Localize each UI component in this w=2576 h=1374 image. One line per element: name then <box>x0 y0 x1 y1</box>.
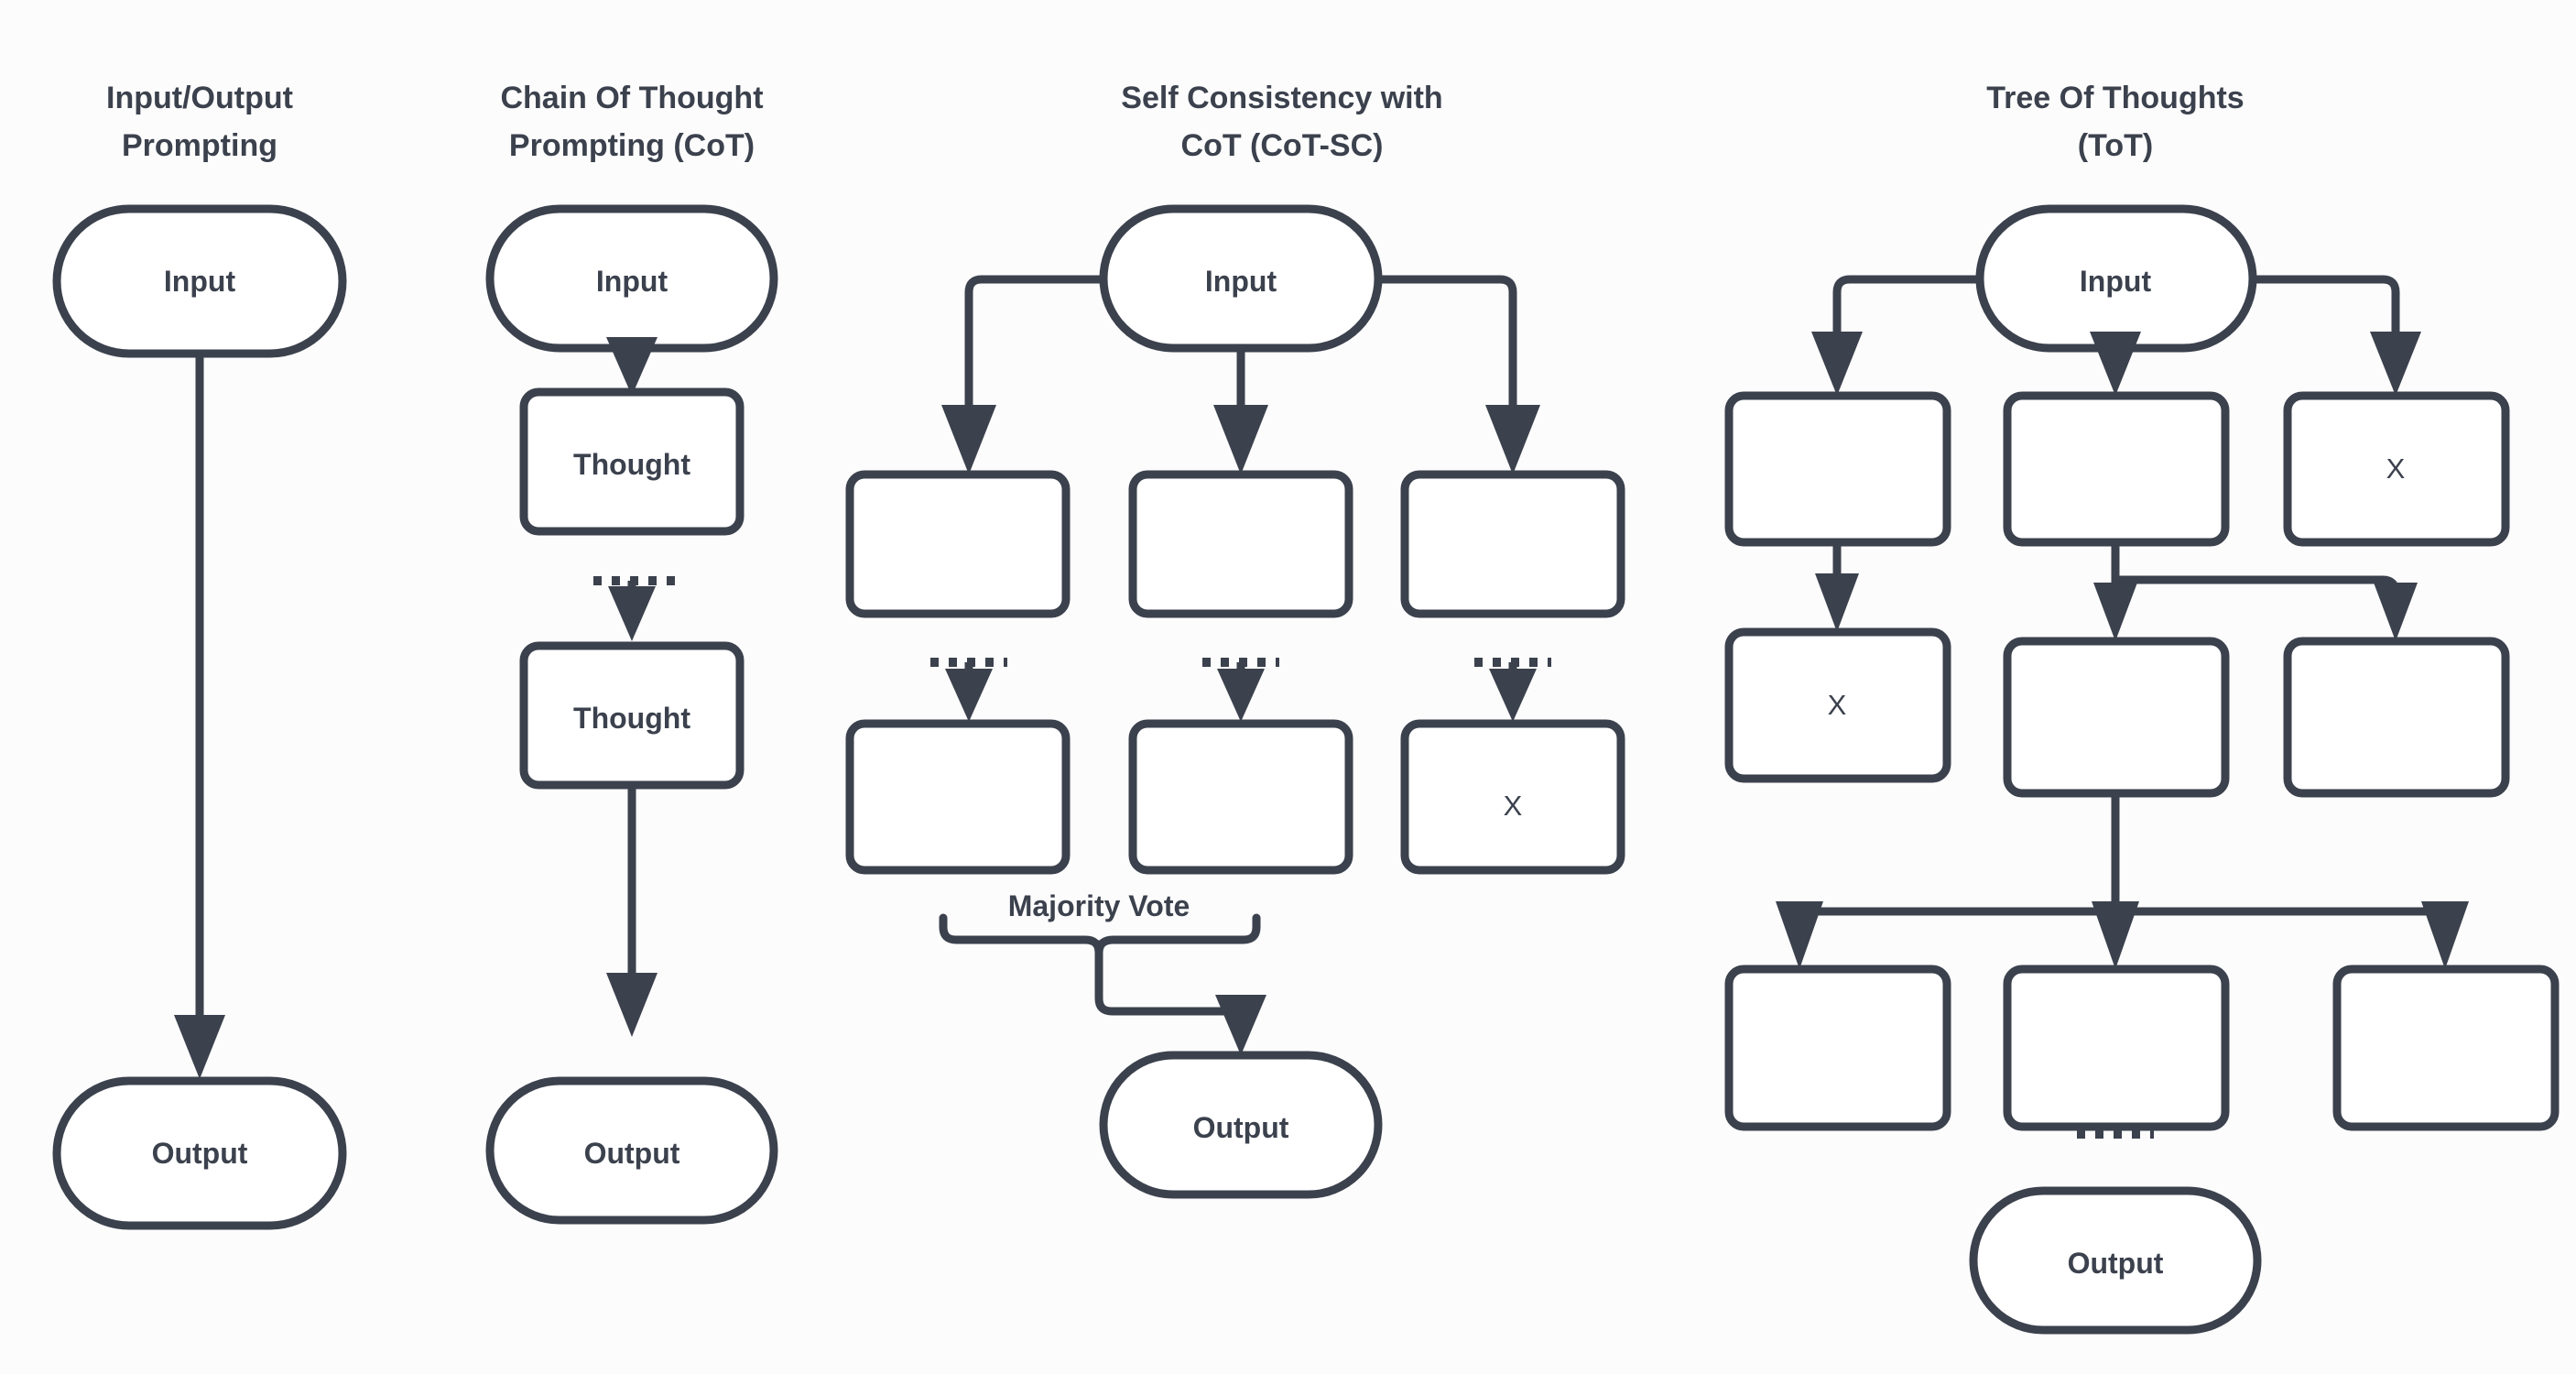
node-cotsc-input-label: Input <box>1205 265 1277 298</box>
edge-cotsc-r1c1-to-r2c1 <box>930 658 1007 722</box>
column-cotsc: Self Consistency with CoT (CoT-SC) Input <box>845 81 1625 1199</box>
edge-cotsc-r1c2-to-r2c2 <box>1202 658 1279 722</box>
column-title-tot-line2: (ToT) <box>2078 128 2153 163</box>
column-cot: Chain Of Thought Prompting (CoT) Input T… <box>485 81 778 1225</box>
node-cotsc-output-label: Output <box>1193 1111 1289 1144</box>
node-io-output-label: Output <box>152 1137 248 1170</box>
edge-cotsc-r1c3-to-r2c3 <box>1474 658 1551 722</box>
edge-tot-input-to-r1c1 <box>1811 275 1984 396</box>
node-tot-r2-c1-label: X <box>1828 689 1847 721</box>
edge-tot-r1c2-to-r2c2 <box>2093 542 2137 641</box>
column-title-cot-line1: Chain Of Thought <box>500 81 763 115</box>
edge-cot-thought2-to-output <box>606 785 658 1037</box>
node-tot-output-label: Output <box>2068 1247 2164 1280</box>
edge-tot-r1c2-to-r2c3 <box>2111 575 2418 641</box>
majority-vote-label: Majority Vote <box>1008 889 1190 922</box>
node-tot-r3-c2[interactable] <box>2003 965 2230 1131</box>
node-cot-thought-1-label: Thought <box>573 448 690 481</box>
column-title-tot-line1: Tree Of Thoughts <box>1986 81 2244 115</box>
edge-cotsc-input-to-r1c1 <box>941 275 1108 474</box>
edge-cotsc-input-to-r1c3 <box>1374 275 1540 474</box>
edge-tot-r1c1-to-r2c1 <box>1815 542 1859 632</box>
node-cotsc-output[interactable] <box>1099 1051 1383 1199</box>
node-tot-r2-c3[interactable] <box>2283 637 2510 798</box>
node-cot-thought-2-label: Thought <box>573 702 690 735</box>
node-tot-r2-c2[interactable] <box>2003 637 2230 798</box>
edge-tot-input-to-r1c2 <box>2090 332 2141 396</box>
node-tot-output[interactable] <box>1969 1186 2262 1335</box>
column-title-cotsc-line2: CoT (CoT-SC) <box>1181 128 1384 163</box>
node-tot-r3-c1[interactable] <box>1724 965 1951 1131</box>
column-title-io-line2: Prompting <box>122 128 277 163</box>
node-cotsc-r2-c3-label: X <box>1504 790 1523 822</box>
node-cot-input-label: Input <box>596 265 668 298</box>
node-io-output[interactable] <box>52 1076 347 1230</box>
node-tot-r1-c3[interactable] <box>2283 391 2510 547</box>
node-cotsc-r1-c3[interactable] <box>1400 470 1625 618</box>
node-cotsc-r1-c2[interactable] <box>1128 470 1353 618</box>
node-io-input-label: Input <box>164 265 236 298</box>
node-tot-r2-c1[interactable] <box>1724 627 1951 783</box>
node-tot-r3-c3[interactable] <box>2332 965 2560 1131</box>
node-tot-r1-c3-label: X <box>2386 453 2406 485</box>
node-cot-output-label: Output <box>584 1137 680 1170</box>
node-tot-r1-c1[interactable] <box>1724 391 1951 547</box>
node-cotsc-r2-c3[interactable] <box>1400 719 1625 875</box>
edge-cotsc-input-to-r1c2 <box>1213 348 1268 474</box>
column-title-io-line1: Input/Output <box>106 81 293 115</box>
column-title-cot-line2: Prompting (CoT) <box>509 128 755 163</box>
edge-tot-input-to-r1c3 <box>2248 275 2421 396</box>
node-cotsc-r2-c1[interactable] <box>845 719 1071 875</box>
node-io-input[interactable] <box>52 204 347 358</box>
node-cotsc-r2-c2[interactable] <box>1128 719 1353 875</box>
node-tot-input-label: Input <box>2080 265 2152 298</box>
edge-cot-input-to-thought1 <box>606 337 658 396</box>
node-tot-r1-c2[interactable] <box>2003 391 2230 547</box>
edge-io-input-to-output <box>174 355 225 1079</box>
node-cot-thought-1[interactable] <box>519 387 745 536</box>
edge-majority-vote-to-output <box>1094 948 1266 1055</box>
edge-cot-thought1-to-thought2 <box>593 576 678 641</box>
node-cotsc-r1-c1[interactable] <box>845 470 1071 618</box>
edge-tot-r2c2-fanout <box>1776 793 2469 969</box>
column-tot: Tree Of Thoughts (ToT) Input X <box>1724 81 2560 1335</box>
majority-vote-brace <box>939 913 1261 957</box>
column-title-cotsc-line1: Self Consistency with <box>1121 81 1442 115</box>
column-io: Input/Output Prompting Input Output <box>52 81 347 1230</box>
node-cot-output[interactable] <box>485 1076 778 1225</box>
